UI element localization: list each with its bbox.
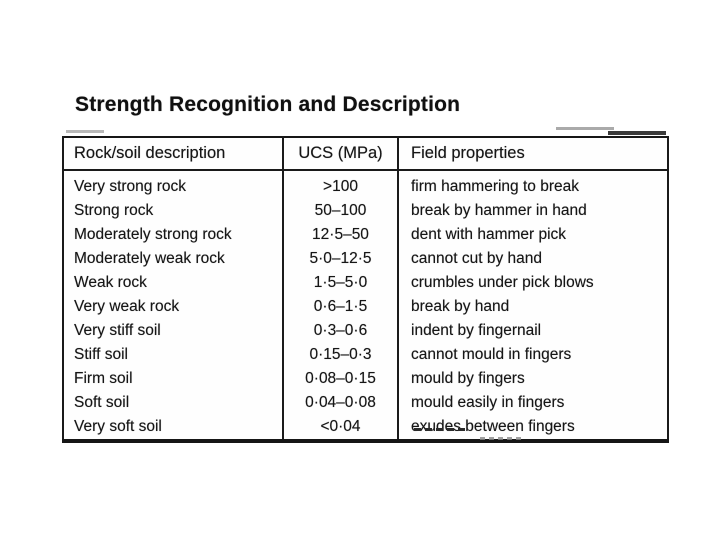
header-rock-soil-description: Rock/soil description xyxy=(62,137,284,171)
ucs-cell: <0·04 xyxy=(282,415,399,441)
field-properties-cell: mould easily in fingers xyxy=(397,391,669,415)
scan-artifact xyxy=(608,131,666,135)
field-properties-cell: exudes between fingers xyxy=(397,415,669,441)
header-field-properties: Field properties xyxy=(397,137,669,171)
field-properties-cell: firm hammering to break xyxy=(397,170,669,199)
header-ucs-mpa: UCS (MPa) xyxy=(282,137,399,171)
rock-description-cell: Soft soil xyxy=(62,391,284,415)
rock-description-cell: Very weak rock xyxy=(62,295,284,319)
ucs-cell: >100 xyxy=(282,170,399,199)
ucs-cell: 0·15–0·3 xyxy=(282,343,399,367)
rock-description-cell: Moderately weak rock xyxy=(62,247,284,271)
field-properties-cell: crumbles under pick blows xyxy=(397,271,669,295)
rock-description-cell: Strong rock xyxy=(62,199,284,223)
ucs-cell: 12·5–50 xyxy=(282,223,399,247)
field-properties-cell: break by hand xyxy=(397,295,669,319)
field-properties-cell: dent with hammer pick xyxy=(397,223,669,247)
ucs-cell: 50–100 xyxy=(282,199,399,223)
field-properties-cell: cannot cut by hand xyxy=(397,247,669,271)
rock-description-cell: Very strong rock xyxy=(62,170,284,199)
field-properties-cell: cannot mould in fingers xyxy=(397,343,669,367)
field-properties-cell: break by hammer in hand xyxy=(397,199,669,223)
table-header-row: Rock/soil description UCS (MPa) Field pr… xyxy=(62,137,669,171)
field-properties-cell: mould by fingers xyxy=(397,367,669,391)
field-properties-cell: indent by fingernail xyxy=(397,319,669,343)
ucs-cell: 5·0–12·5 xyxy=(282,247,399,271)
rock-description-cell: Stiff soil xyxy=(62,343,284,367)
ucs-cell: 0·6–1·5 xyxy=(282,295,399,319)
rock-description-cell: Firm soil xyxy=(62,367,284,391)
strength-table: Rock/soil description UCS (MPa) Field pr… xyxy=(62,136,669,443)
ucs-cell: 1·5–5·0 xyxy=(282,271,399,295)
ucs-cell: 0·04–0·08 xyxy=(282,391,399,415)
rock-description-cell: Very soft soil xyxy=(62,415,284,441)
scan-artifact xyxy=(556,127,614,130)
scan-artifact xyxy=(66,130,104,133)
ucs-cell: 0·08–0·15 xyxy=(282,367,399,391)
page-title: Strength Recognition and Description xyxy=(75,93,461,116)
rock-description-cell: Weak rock xyxy=(62,271,284,295)
ucs-cell: 0·3–0·6 xyxy=(282,319,399,343)
rock-description-cell: Moderately strong rock xyxy=(62,223,284,247)
rock-description-cell: Very stiff soil xyxy=(62,319,284,343)
